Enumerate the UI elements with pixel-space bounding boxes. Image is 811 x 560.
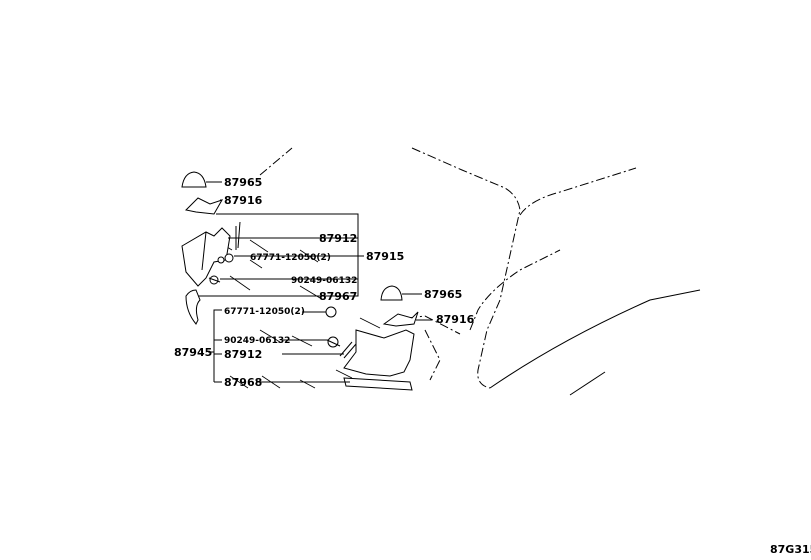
label-87912-right: 87912: [224, 348, 262, 361]
fastener-clip-right: [325, 306, 337, 318]
part-87912-mudguard-left: [181, 221, 241, 287]
part-87912-mudguard-right: [339, 329, 415, 377]
leader-lines: [198, 181, 432, 383]
label-87912-left: 87912: [319, 232, 357, 245]
label-87915: 87915: [366, 250, 404, 263]
fastener-screw-right: [326, 336, 341, 348]
part-87916-bracket-left: [184, 197, 224, 215]
background-hatch: [211, 237, 381, 389]
label-87945: 87945: [174, 346, 212, 359]
label-87916-left: 87916: [224, 194, 263, 207]
part-87916-bracket-right: [382, 311, 419, 327]
label-87968: 87968: [224, 376, 262, 389]
part-labels: 87965 87916 87912 67771-12050(2) 87915 9…: [174, 176, 811, 556]
label-87965-right: 87965: [424, 288, 462, 301]
part-87965-cap-left: [181, 171, 207, 188]
part-87968-strip: [343, 377, 413, 391]
part-87965-cap-right: [380, 285, 403, 301]
label-67771-right: 67771-12050(2): [224, 307, 305, 317]
label-67771-left: 67771-12050(2): [250, 253, 331, 263]
label-90249-right: 90249-06132: [224, 336, 290, 346]
diagram-code: 87G315: [770, 543, 811, 556]
label-87967: 87967: [319, 290, 357, 303]
part-87967-strip: [185, 289, 201, 325]
fastener-clip-left: [217, 253, 234, 264]
label-87965-left: 87965: [224, 176, 262, 189]
body-outline: [259, 147, 701, 396]
label-90249-left: 90249-06132: [291, 276, 357, 286]
label-87916-right: 87916: [436, 313, 475, 326]
fastener-screw-left: [208, 275, 221, 285]
